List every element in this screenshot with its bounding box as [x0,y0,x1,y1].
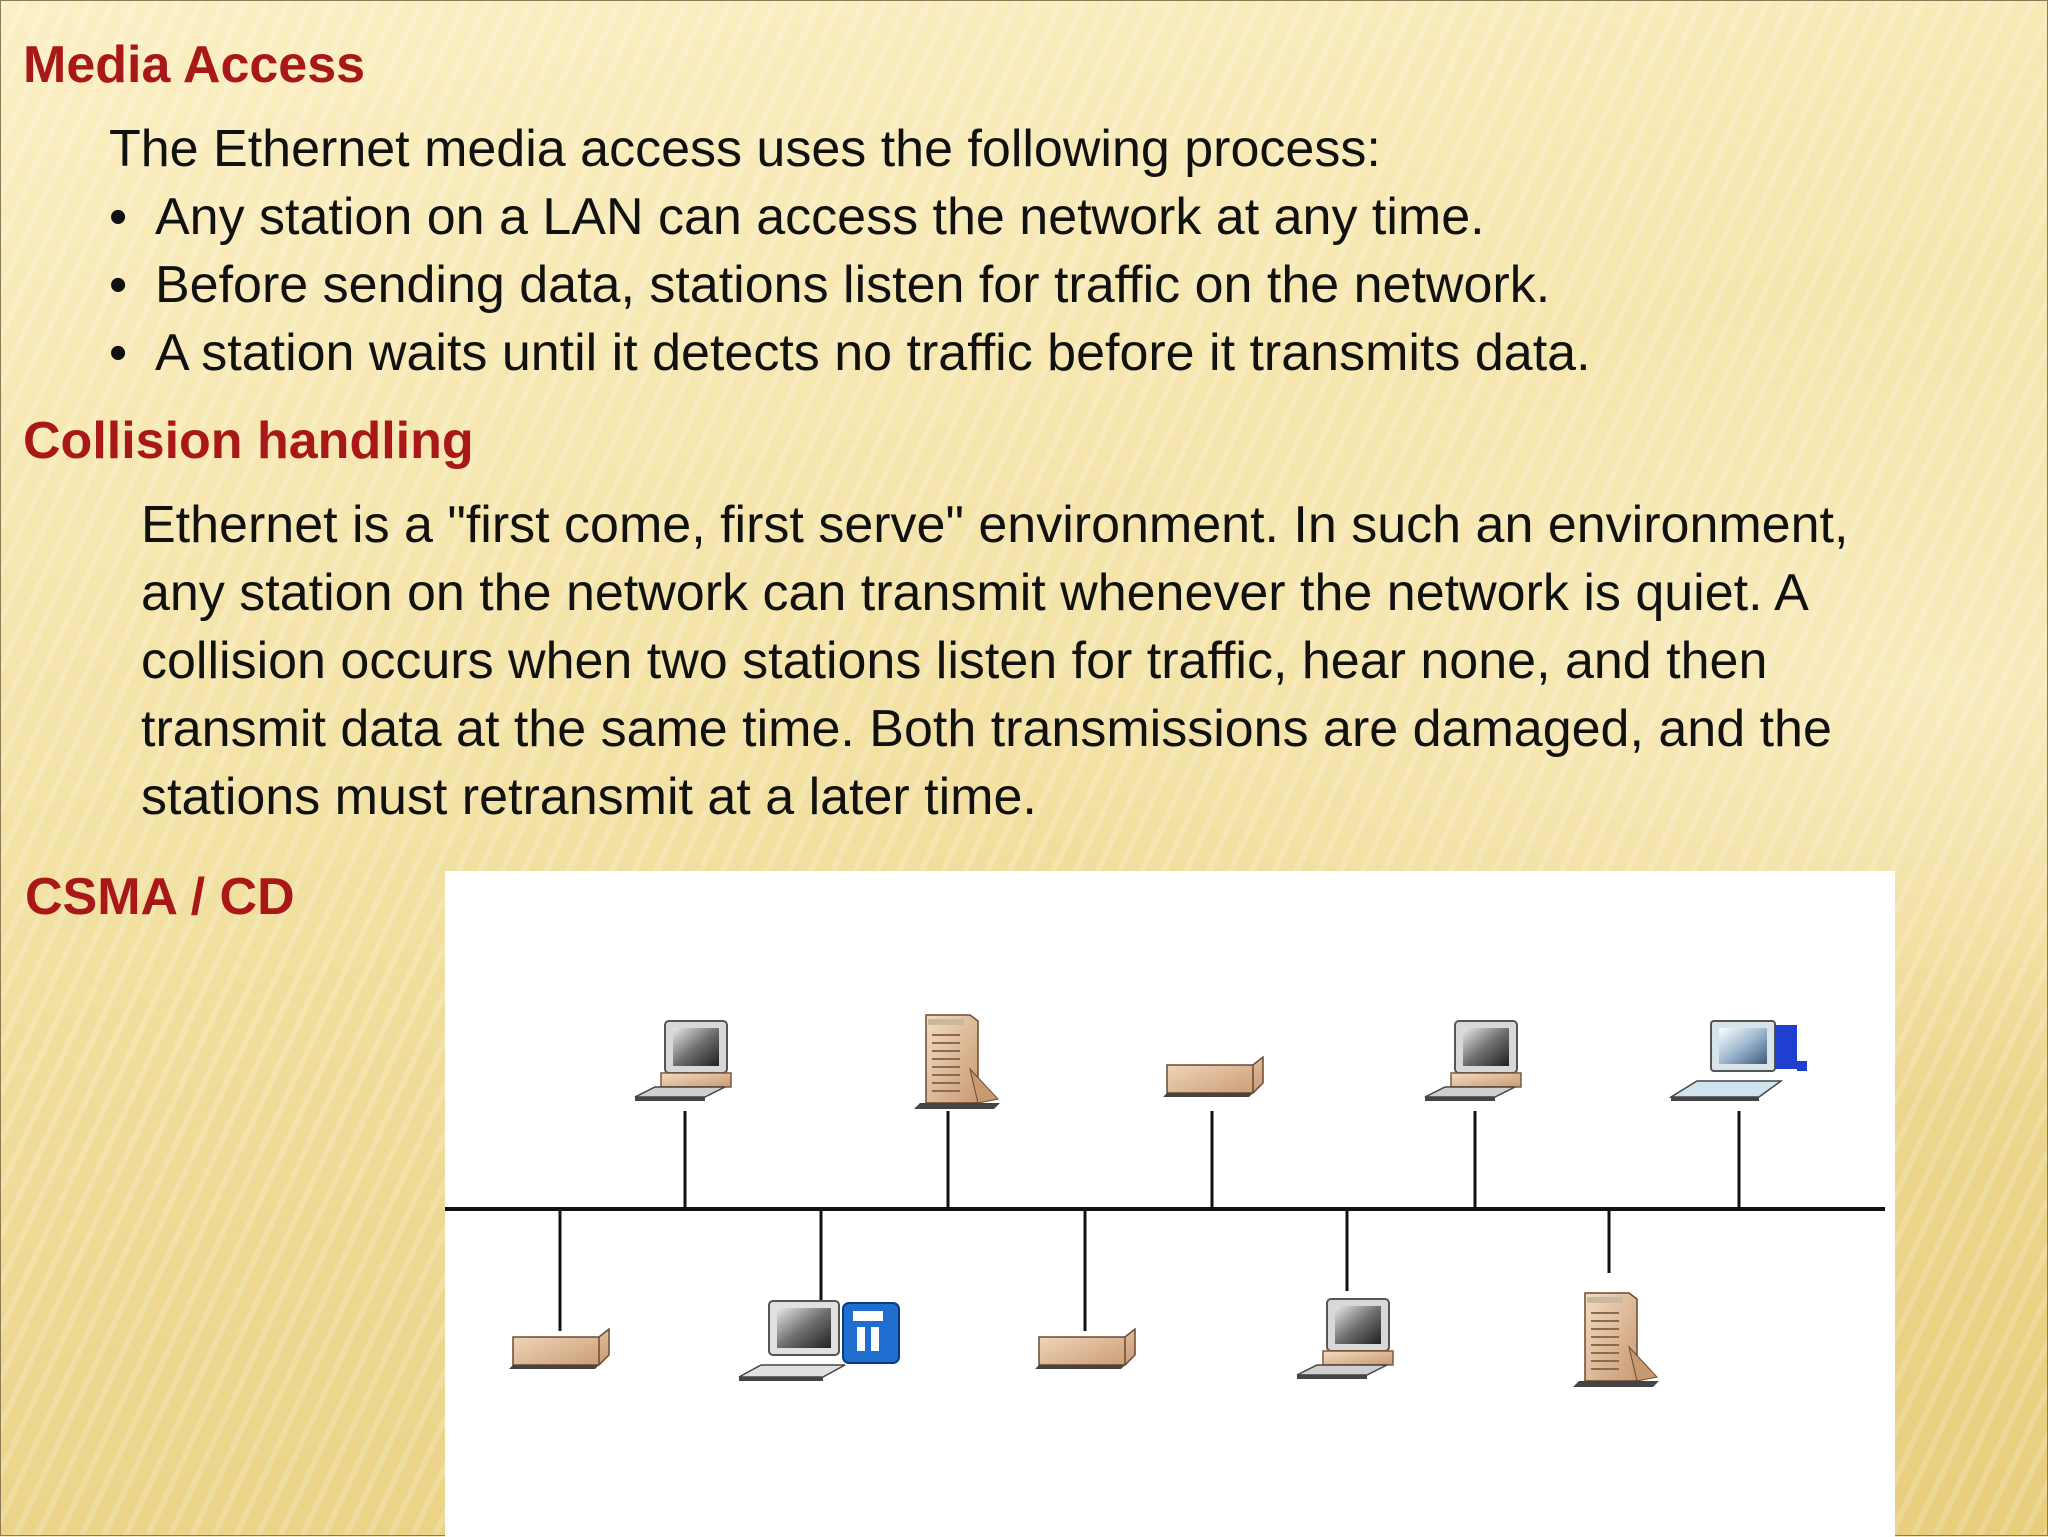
tower-server-icon [913,1014,1001,1110]
bullet-dot-icon: • [109,324,128,382]
tower-server-icon [1572,1292,1660,1388]
desktop-computer-icon [1424,1020,1522,1102]
paragraph-line: stations must retransmit at a later time… [141,768,1037,826]
bullet-text: Before sending data, stations listen for… [155,256,1551,314]
bullet-text: A station waits until it detects no traf… [155,324,1591,382]
bullet-dot-icon: • [109,188,128,246]
paragraph-line: any station on the network can transmit … [141,564,1809,622]
workstation-with-printer-icon [738,1300,900,1382]
bus-topology-diagram [445,871,1895,1537]
heading-csma-cd: CSMA / CD [25,868,295,926]
heading-media-access: Media Access [23,36,366,94]
bullet-item: • A station waits until it detects no tra… [109,323,1591,383]
paragraph-line: Ethernet is a "first come, first serve" … [141,496,1849,554]
bullet-item: • Before sending data, stations listen fo… [109,255,1550,315]
network-hub-icon [1162,1056,1264,1098]
heading-collision-handling: Collision handling [23,412,474,470]
bullet-text: Any station on a LAN can access the netw… [155,188,1485,246]
bullet-item: • Any station on a LAN can access the net… [109,187,1485,247]
paragraph-line: collision occurs when two stations liste… [141,632,1768,690]
laptop-computer-icon [1670,1020,1808,1102]
network-hub-icon [508,1328,610,1370]
bullet-dot-icon: • [109,256,128,314]
desktop-computer-icon [634,1020,732,1102]
media-access-intro: The Ethernet media access uses the follo… [109,120,1381,178]
paragraph-line: transmit data at the same time. Both tra… [141,700,1832,758]
bus-topology-svg [445,1014,1885,1388]
desktop-computer-icon [1296,1298,1394,1380]
network-hub-icon [1034,1328,1136,1370]
